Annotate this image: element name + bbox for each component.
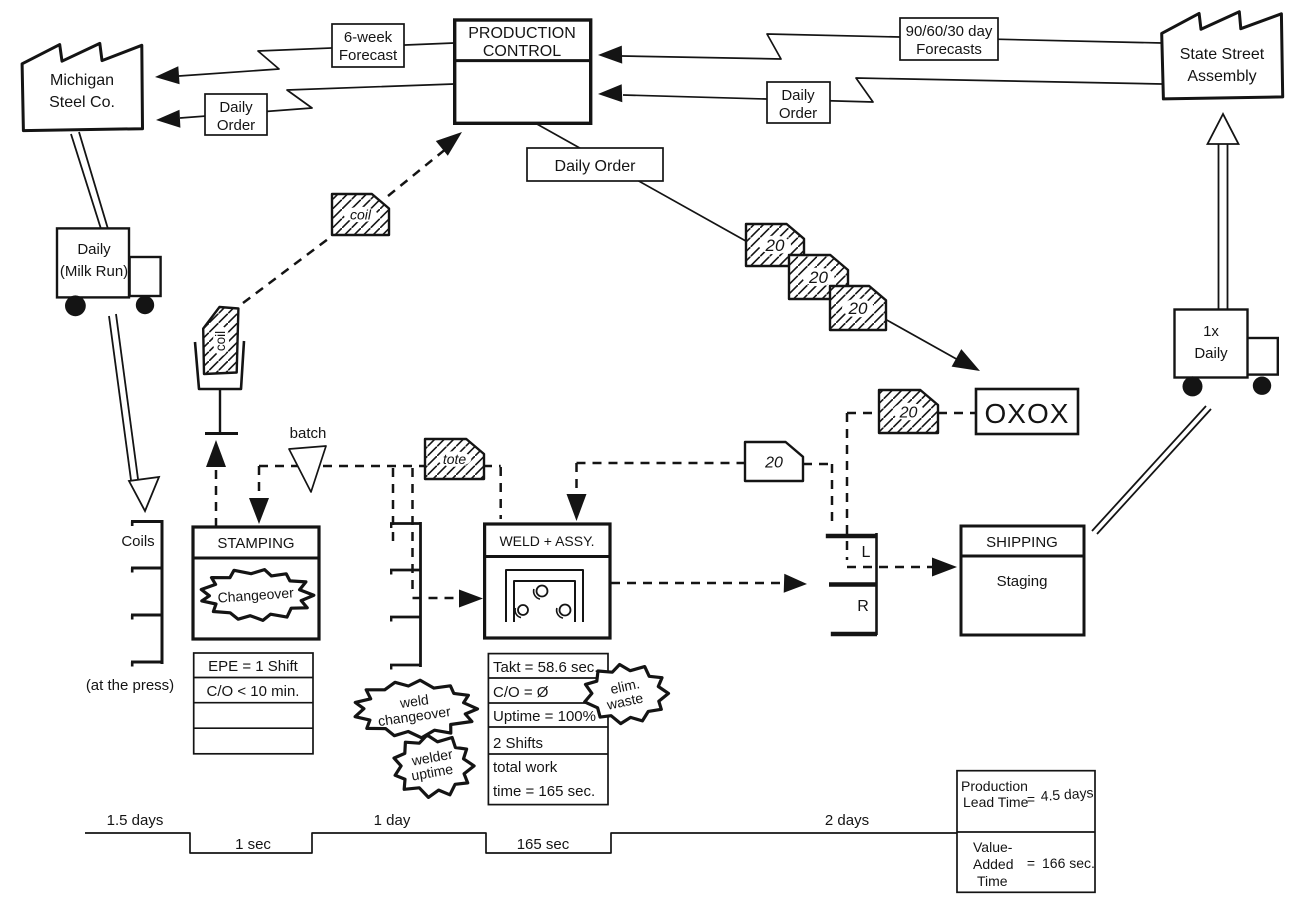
svg-text:(Milk Run): (Milk Run) [60,263,128,280]
svg-text:Michigan: Michigan [50,72,114,89]
svg-text:1.5 days: 1.5 days [107,812,164,829]
svg-text:1x: 1x [1203,323,1219,340]
svg-text:Forecast: Forecast [339,47,398,64]
svg-text:=: = [1027,855,1035,871]
svg-text:Value-: Value- [973,839,1013,855]
svg-text:Order: Order [217,117,255,134]
svg-text:weld: weld [398,691,430,711]
svg-text:Added: Added [973,856,1013,872]
svg-text:Daily: Daily [1194,345,1228,362]
svg-text:Forecasts: Forecasts [916,41,982,58]
svg-text:Order: Order [779,105,817,122]
svg-text:Assembly: Assembly [1187,68,1256,85]
svg-text:PRODUCTION: PRODUCTION [468,25,576,42]
svg-text:Production: Production [961,778,1028,794]
svg-text:=: = [1027,791,1035,807]
svg-text:CONTROL: CONTROL [483,43,561,60]
svg-text:Lead Time: Lead Time [963,794,1029,810]
svg-text:1 sec: 1 sec [235,836,271,853]
svg-text:C/O < 10 min.: C/O < 10 min. [207,683,300,700]
svg-text:Daily Order: Daily Order [555,158,637,175]
svg-text:20: 20 [764,454,783,471]
svg-text:20: 20 [899,404,918,421]
svg-text:State Street: State Street [1180,46,1265,63]
svg-text:(at the press): (at the press) [86,677,174,694]
svg-text:Uptime = 100%: Uptime = 100% [493,708,596,725]
svg-text:166 sec.: 166 sec. [1042,855,1095,871]
svg-text:Takt = 58.6 sec.: Takt = 58.6 sec. [493,659,598,676]
svg-text:Daily: Daily [219,99,253,116]
svg-text:Changeover: Changeover [217,584,295,605]
svg-text:STAMPING: STAMPING [217,535,294,552]
svg-text:welder: welder [409,746,454,769]
svg-text:batch: batch [290,425,327,442]
svg-text:WELD + ASSY.: WELD + ASSY. [499,533,594,549]
svg-text:C/O = Ø: C/O = Ø [493,684,549,701]
svg-text:20: 20 [765,236,785,255]
svg-text:4.5 days: 4.5 days [1040,784,1094,804]
svg-text:time = 165 sec.: time = 165 sec. [493,783,595,800]
svg-text:90/60/30 day: 90/60/30 day [906,23,993,40]
svg-text:elim.: elim. [609,675,641,697]
svg-text:R: R [857,598,869,615]
svg-text:Daily: Daily [77,241,111,258]
svg-text:20: 20 [848,299,868,318]
svg-text:165 sec: 165 sec [517,836,570,853]
svg-text:Staging: Staging [997,573,1048,590]
svg-text:20: 20 [808,268,828,287]
svg-text:coil: coil [213,331,228,351]
svg-text:2 days: 2 days [825,812,869,829]
svg-text:1 day: 1 day [374,812,411,829]
svg-text:Steel Co.: Steel Co. [49,94,115,111]
svg-text:6-week: 6-week [344,29,393,46]
svg-text:uptime: uptime [410,761,454,784]
svg-text:total work: total work [493,759,558,776]
svg-text:Coils: Coils [121,533,154,550]
svg-text:Time: Time [977,873,1008,889]
svg-text:EPE = 1 Shift: EPE = 1 Shift [208,658,298,675]
svg-text:Daily: Daily [781,87,815,104]
svg-text:2 Shifts: 2 Shifts [493,735,543,752]
svg-text:tote: tote [443,451,467,467]
svg-text:L: L [862,544,871,561]
svg-text:coil: coil [350,207,372,223]
svg-text:OXOX: OXOX [985,398,1070,429]
svg-text:waste: waste [604,689,644,713]
svg-text:SHIPPING: SHIPPING [986,534,1058,551]
